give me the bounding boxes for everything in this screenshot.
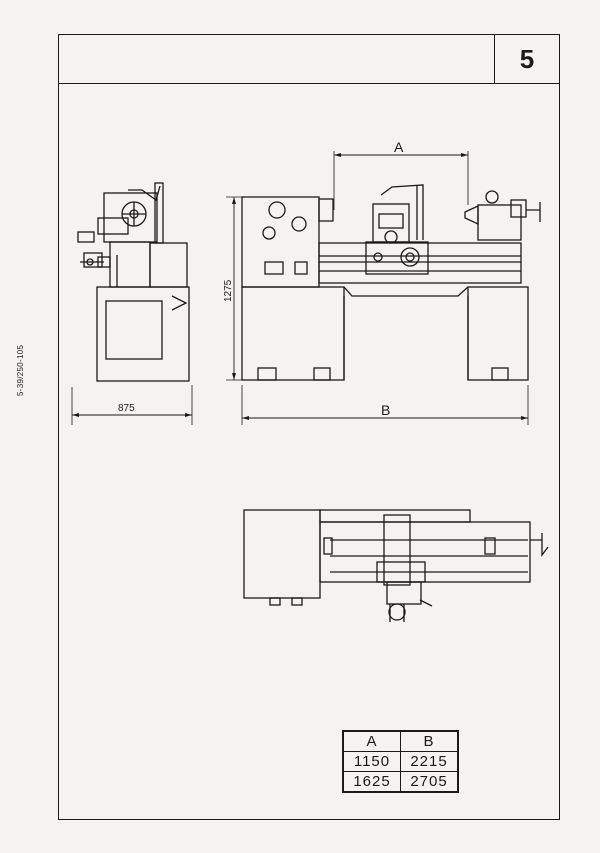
page-number: 5	[494, 35, 559, 83]
plan-view	[243, 509, 549, 622]
table-header-row: A B	[342, 730, 459, 752]
table-header-b: B	[400, 730, 459, 752]
dim-1275: 1275	[223, 279, 234, 302]
title-strip: 5	[59, 35, 559, 84]
table-cell: 2705	[400, 771, 459, 793]
dim-b-label: B	[381, 402, 390, 418]
table-cell: 1625	[342, 771, 401, 793]
dimension-table: A B 1150 2215 1625 2705	[342, 730, 459, 793]
table-cell: 2215	[400, 751, 459, 772]
front-view	[226, 151, 541, 425]
dim-875: 875	[118, 403, 135, 414]
table-header-a: A	[342, 730, 401, 752]
table-row: 1150 2215	[342, 751, 459, 772]
drawing-sheet: 5	[58, 34, 560, 820]
dim-a-label: A	[394, 139, 404, 155]
table-cell: 1150	[342, 751, 401, 772]
end-view	[71, 182, 193, 425]
table-row: 1625 2705	[342, 771, 459, 793]
